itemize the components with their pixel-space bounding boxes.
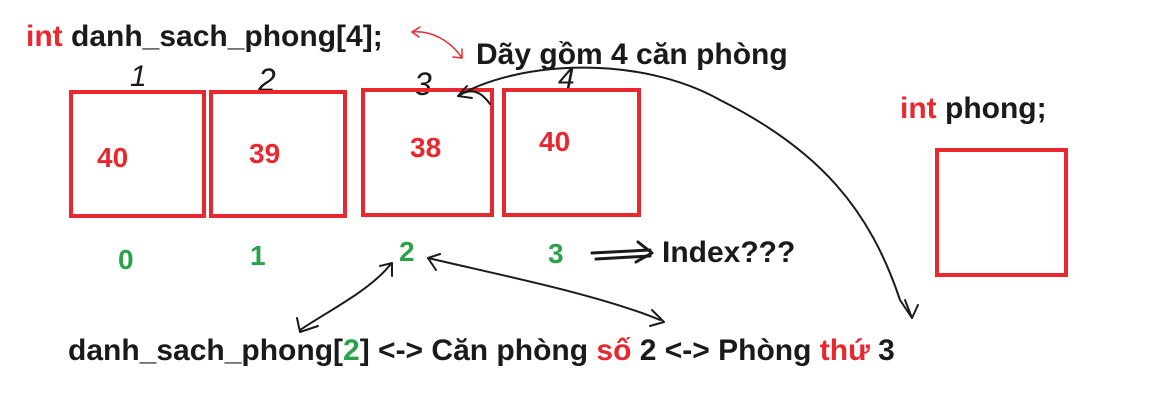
cell-index-3: 3 bbox=[548, 238, 564, 269]
array-caption: Dãy gồm 4 căn phòng bbox=[476, 38, 788, 71]
phong-thu-3-curve bbox=[457, 66, 913, 319]
index-to-so-arrow bbox=[427, 257, 661, 321]
single-var-name: phong; bbox=[945, 92, 1047, 125]
single-var-declaration: int phong; bbox=[900, 92, 1047, 126]
access-index: 2 bbox=[343, 334, 360, 367]
cell-index-2: 2 bbox=[399, 236, 415, 267]
declaration-caption-arrow bbox=[411, 31, 463, 59]
declaration-type: int bbox=[26, 20, 63, 53]
index-arrow bbox=[590, 248, 652, 255]
ordinal-mark-3: 3 bbox=[414, 66, 432, 102]
cell-value-0: 40 bbox=[97, 142, 129, 173]
single-var-box bbox=[935, 148, 1068, 277]
array-cell-1 bbox=[209, 90, 347, 218]
array-cell-0 bbox=[69, 90, 206, 218]
single-var-type: int bbox=[900, 92, 937, 125]
ordinal-mark-2: 2 bbox=[258, 62, 276, 98]
cell-value-1: 39 bbox=[249, 138, 281, 169]
bottom-mid: 2 <-> Phòng bbox=[631, 334, 820, 367]
access-to-index-arrow bbox=[299, 264, 391, 331]
array-declaration: int danh_sach_phong[4]; bbox=[26, 20, 383, 54]
cell-index-1: 1 bbox=[250, 240, 266, 271]
word-so: số bbox=[596, 334, 632, 367]
word-thu: thứ bbox=[819, 334, 870, 367]
access-prefix: danh_sach_phong[ bbox=[68, 334, 344, 367]
array-cell-3 bbox=[502, 88, 641, 217]
ordinal-mark-1: 1 bbox=[130, 60, 147, 93]
cell-value-3: 40 bbox=[539, 126, 571, 157]
cell-value-2: 38 bbox=[410, 132, 442, 163]
cell-index-0: 0 bbox=[118, 244, 134, 275]
bottom-explanation: danh_sach_phong[2] <-> Căn phòng số 2 <-… bbox=[68, 334, 895, 368]
index-label: Index??? bbox=[662, 236, 796, 269]
declaration-name: danh_sach_phong[4]; bbox=[71, 20, 383, 53]
ordinal-mark-4: 4 bbox=[558, 62, 575, 95]
bottom-end: 3 bbox=[869, 334, 895, 367]
access-suffix: ] <-> Căn phòng bbox=[359, 334, 597, 367]
array-cell-2 bbox=[361, 88, 494, 217]
